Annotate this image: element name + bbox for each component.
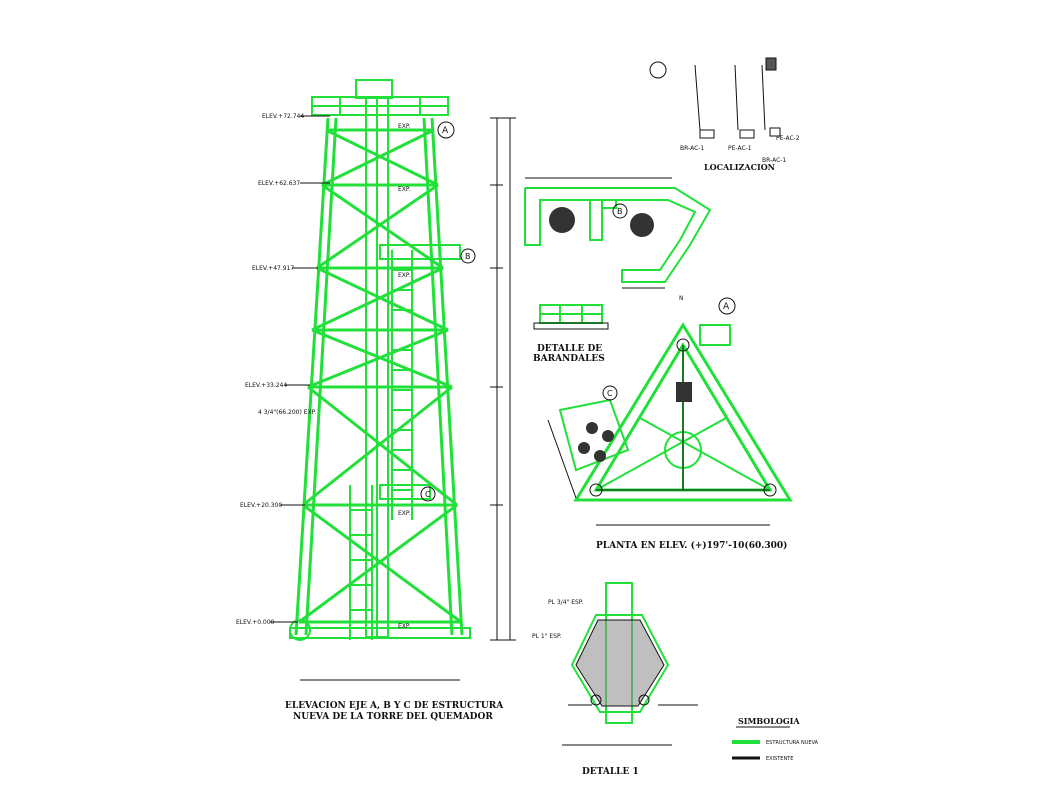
plan-marker-a: A bbox=[718, 297, 736, 315]
platform-detail-b: B bbox=[524, 177, 712, 289]
svg-text:C: C bbox=[607, 389, 613, 398]
marker-a: A bbox=[437, 121, 455, 139]
railing-title-line1: DETALLE DE bbox=[537, 344, 602, 354]
pipe-section-icon bbox=[630, 213, 654, 237]
elevation-title-line2: NUEVA DE LA TORRE DEL QUEMADOR bbox=[293, 712, 493, 722]
detail-note: PL 1" ESP. bbox=[532, 633, 562, 640]
platform-note: EXP. bbox=[398, 186, 411, 193]
legend: SIMBOLOGIA ESTRUCTURA NUEVA EXISTENTE bbox=[732, 716, 819, 762]
detail1-title: DETALLE 1 bbox=[582, 767, 639, 777]
level-label: ELEV.+20.300 bbox=[240, 502, 282, 509]
marker-c: C bbox=[420, 486, 436, 502]
elevation-title-line1: ELEVACION EJE A, B Y C DE ESTRUCTURA bbox=[285, 701, 504, 711]
detail-note: PL 3/4" ESP. bbox=[548, 599, 583, 606]
location-label: BR-AC-1 bbox=[762, 157, 786, 164]
level-label: ELEV.+47.917 bbox=[252, 265, 294, 272]
plan-view: A C N PLANTA EN ELEV. (+)197'-10(60.300) bbox=[547, 295, 793, 551]
level-label: ELEV.+62.637 bbox=[258, 180, 300, 187]
platform-note: EXP. bbox=[398, 510, 411, 517]
svg-text:A: A bbox=[723, 302, 730, 312]
legend-label: EXISTENTE bbox=[766, 756, 793, 762]
level-label: ELEV.+33.244 bbox=[245, 382, 287, 389]
legend-label: ESTRUCTURA NUEVA bbox=[766, 740, 819, 746]
location-key: BR-AC-1 PE-AC-1 PE-AC-2 BR-AC-1 LOCALIZA… bbox=[649, 57, 800, 172]
pipe-section-icon bbox=[549, 207, 575, 233]
location-label: PE-AC-1 bbox=[728, 145, 752, 152]
location-label: BR-AC-1 bbox=[680, 145, 704, 152]
platform-note: EXP. bbox=[398, 623, 411, 630]
level-label: ELEV.+0.000 bbox=[236, 619, 275, 626]
railing-title-line2: BARANDALES bbox=[533, 354, 605, 364]
railing-marker: B bbox=[617, 207, 623, 216]
detail-1: PL 3/4" ESP. PL 1" ESP. DETALLE 1 bbox=[532, 582, 698, 777]
level-label: ELEV.+72.744 bbox=[262, 113, 304, 120]
legend-title: SIMBOLOGIA bbox=[738, 716, 800, 726]
grating-icon bbox=[676, 382, 692, 402]
side-note: 4 3/4"(66.200) EXP. bbox=[258, 409, 316, 416]
tower-elevation: ELEV.+72.744 ELEV.+62.637 ELEV.+47.917 E… bbox=[236, 79, 516, 722]
location-label: PE-AC-2 bbox=[776, 135, 800, 142]
marker-b: B bbox=[460, 248, 476, 264]
platform-note: EXP. bbox=[398, 272, 411, 279]
plan-title: PLANTA EN ELEV. (+)197'-10(60.300) bbox=[596, 540, 787, 551]
location-title: LOCALIZACION bbox=[704, 162, 775, 172]
north-label: N bbox=[679, 295, 684, 302]
svg-text:C: C bbox=[425, 490, 431, 499]
plan-marker-c: C bbox=[602, 385, 618, 401]
platform-note: EXP. bbox=[398, 123, 411, 130]
railing-detail: DETALLE DE BARANDALES bbox=[533, 304, 609, 364]
svg-text:A: A bbox=[442, 126, 449, 136]
svg-text:B: B bbox=[465, 252, 471, 261]
